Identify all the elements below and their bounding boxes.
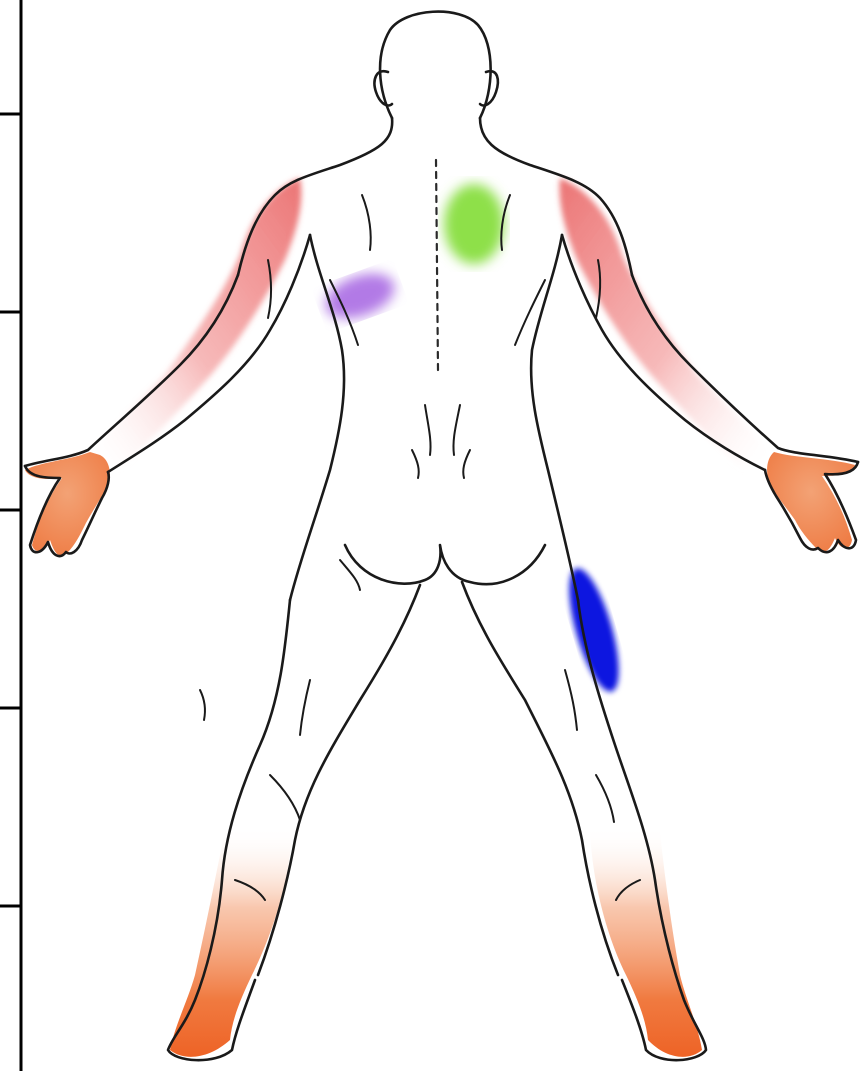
left-hand-region: [25, 452, 110, 556]
left-ear: [375, 71, 393, 105]
left-arm-region: [90, 178, 301, 470]
left-leg-inner: [258, 585, 420, 975]
scapula-region: [319, 265, 400, 327]
right-arm-region: [559, 178, 772, 470]
pain-regions: [25, 178, 855, 1057]
spine: [436, 160, 438, 370]
upper-back-region: [444, 184, 504, 264]
buttocks: [345, 545, 545, 584]
body-outline: [25, 12, 858, 1061]
left-table-border: [0, 0, 21, 1071]
torso-right: [531, 235, 578, 600]
head: [380, 12, 491, 118]
left-calf-region: [170, 826, 292, 1056]
